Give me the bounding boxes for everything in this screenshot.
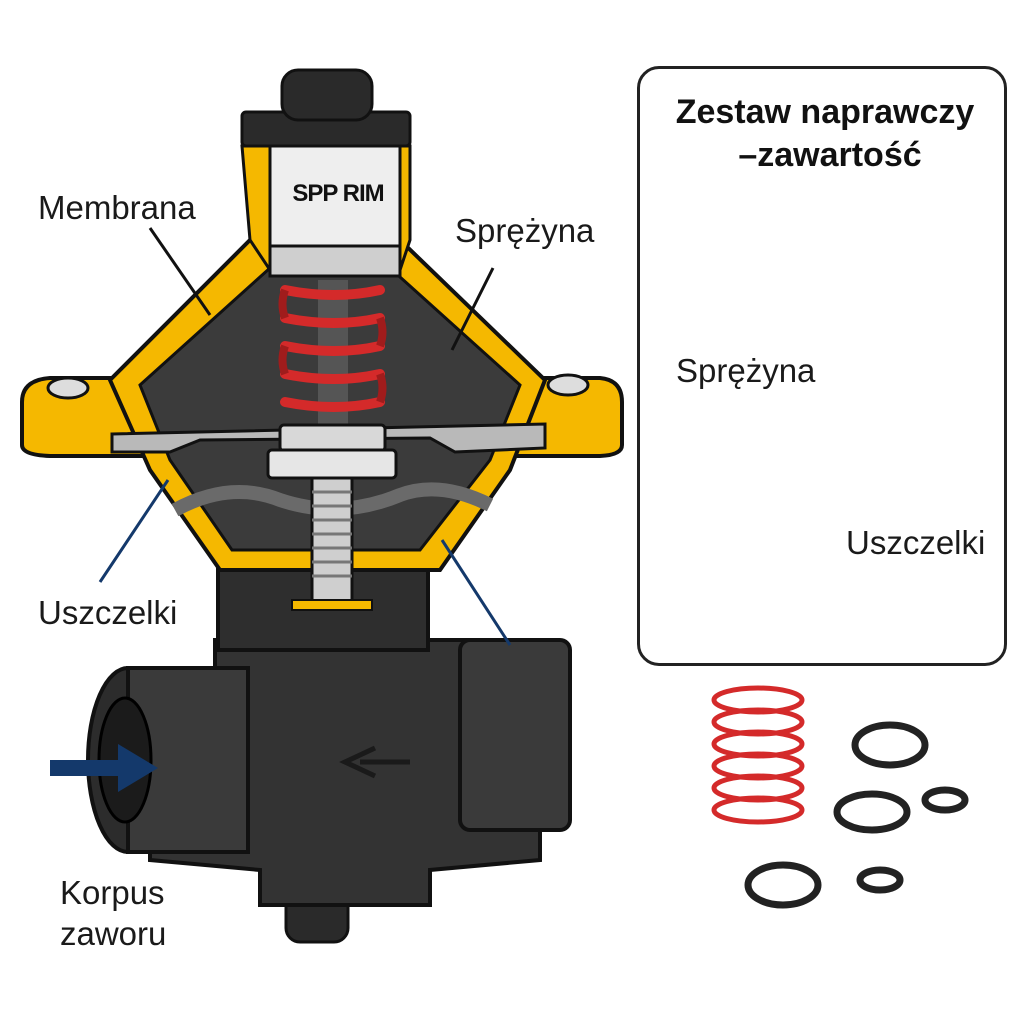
label-korpus: Korpus zaworu [60, 872, 166, 955]
label-uszczelki: Uszczelki [38, 594, 178, 631]
brand-label: SPP RIM [292, 180, 384, 207]
kit-label-uszczelki: Uszczelki [846, 524, 986, 561]
loose-parts [711, 685, 969, 909]
kit-title-line2: –zawartość [738, 135, 922, 174]
kit-title-line1: Zestaw naprawczy [675, 93, 975, 131]
label-korpus-line2: zaworu [60, 915, 167, 953]
housing-spring [278, 280, 387, 440]
loose-orings [744, 721, 969, 909]
loose-spring [711, 685, 805, 825]
arrow-right-icon [50, 744, 158, 792]
callout-lines [98, 227, 512, 646]
kit-title: Zestaw naprawczy –zawartość [640, 91, 1010, 176]
kit-label-sprezyna: Sprężyna [676, 352, 816, 389]
kit-box: Zestaw naprawczy –zawartość [637, 66, 1007, 666]
label-membrana: Membrana [38, 189, 196, 226]
arrow-left-icon [339, 745, 410, 779]
label-sprezyna: Sprężyna [455, 212, 595, 249]
label-korpus-line1: Korpus [60, 874, 165, 911]
valve-stem [266, 423, 398, 611]
